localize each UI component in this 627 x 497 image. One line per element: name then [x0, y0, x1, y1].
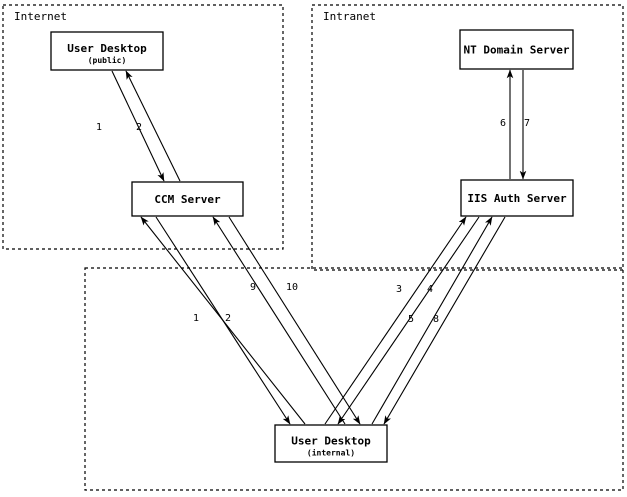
- node-user-desktop-internal[interactable]: User Desktop(internal): [274, 424, 388, 463]
- edge-label-label-2-public: 2: [136, 122, 142, 133]
- flow-arrow-flow-2-public-up: [125, 70, 181, 182]
- edge-label-label-4: 4: [427, 284, 433, 295]
- node-box-user-desktop-public[interactable]: [50, 31, 164, 71]
- edge-label-label-6: 6: [500, 118, 506, 129]
- zone-label-intranet: Intranet: [323, 10, 376, 23]
- flow-arrow-flow-10-down: [228, 216, 361, 425]
- edge-label-label-1-internal: 1: [193, 313, 199, 324]
- node-user-desktop-public[interactable]: User Desktop(public): [50, 31, 164, 71]
- node-box-user-desktop-internal[interactable]: [274, 424, 388, 463]
- edge-label-label-3: 3: [396, 284, 402, 295]
- edge-label-label-8: 8: [433, 314, 439, 325]
- edge-label-label-7: 7: [524, 118, 530, 129]
- zone-boundary-internet: [2, 4, 284, 250]
- node-title-ccm-server: CCM Server: [154, 193, 221, 206]
- flow-arrow-flow-9-up: [212, 216, 346, 425]
- zone-intranet: Intranet: [311, 4, 624, 271]
- node-box-iis-auth-server[interactable]: [460, 179, 574, 217]
- flow-arrow-flow-3-up: [324, 216, 467, 425]
- flow-arrow-flow-2-internal-up: [140, 216, 306, 425]
- node-title-nt-domain-server: NT Domain Server: [464, 44, 570, 57]
- node-subtitle-user-desktop-internal: (internal): [307, 448, 355, 458]
- zone-internet: Internet: [2, 4, 284, 250]
- node-title-user-desktop-internal: User Desktop: [291, 435, 371, 448]
- zone-boundary-internal-lan: [84, 267, 624, 491]
- node-box-nt-domain-server[interactable]: [459, 29, 574, 70]
- edge-label-label-10: 10: [286, 282, 298, 293]
- zones-layer: Internet Intranet: [2, 4, 624, 491]
- node-box-ccm-server[interactable]: [131, 181, 244, 217]
- flow-arrow-flow-5-up: [371, 216, 493, 425]
- flows-layer: [111, 69, 527, 425]
- flow-arrow-flow-1-public-down: [111, 70, 165, 182]
- flow-arrow-flow-4-down: [337, 216, 480, 425]
- node-iis-auth-server[interactable]: IIS Auth Server: [460, 179, 574, 217]
- edge-labels-layer: 1 2 6 7 9 10 1 2 3 4 5 8: [96, 118, 530, 325]
- edge-label-label-5: 5: [408, 314, 414, 325]
- node-ccm-server[interactable]: CCM Server: [131, 181, 244, 217]
- flow-arrow-flow-8-down: [383, 216, 506, 425]
- node-title-user-desktop-public: User Desktop: [67, 42, 147, 55]
- zone-internal-lan: [84, 267, 624, 491]
- edge-label-label-1-public: 1: [96, 122, 102, 133]
- edge-label-label-9: 9: [250, 282, 256, 293]
- node-title-iis-auth-server: IIS Auth Server: [467, 192, 567, 205]
- edge-label-label-2-internal: 2: [225, 313, 231, 324]
- zone-label-internet: Internet: [14, 10, 67, 23]
- node-subtitle-user-desktop-public: (public): [88, 55, 127, 65]
- node-nt-domain-server[interactable]: NT Domain Server: [459, 29, 574, 70]
